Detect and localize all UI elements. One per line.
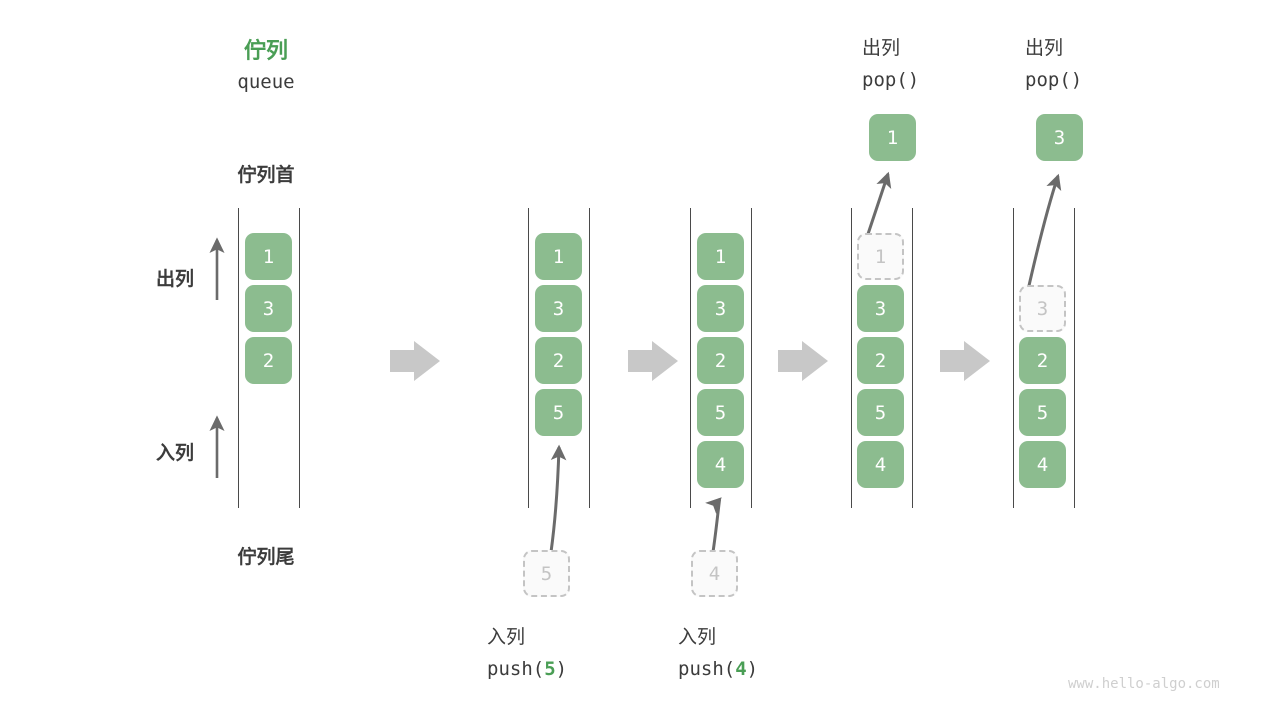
pop-3-label-cn: 出列 [1025,37,1064,59]
queue-node-ghost: 3 [1019,285,1066,332]
pop-1-label-cn: 出列 [862,37,901,59]
push-4-label-cn: 入列 [678,626,717,648]
push-5-arrow [549,444,567,553]
queue-node: 2 [535,337,582,384]
queue-node: 3 [245,285,292,332]
queue-rail-left [1013,208,1014,508]
queue-node: 4 [697,441,744,488]
push-4-arrow [705,497,722,553]
queue-rail-left [851,208,852,508]
pop-1-arrow [864,171,892,241]
queue-node: 2 [1019,337,1066,384]
page-title-en: queue [237,71,295,93]
pop-3-label-code: pop() [1025,69,1083,91]
queue-rail-right [299,208,300,508]
queue-node: 1 [245,233,292,280]
queue-tail-label: 佇列尾 [237,546,295,568]
push-5-code-suffix: ) [555,658,568,680]
queue-node: 4 [857,441,904,488]
push-4-code-arg: 4 [735,658,747,680]
step-arrow-4 [940,341,990,381]
dequeue-direction-label: 出列 [155,268,194,290]
queue-rail-left [528,208,529,508]
queue-rail-left [238,208,239,508]
queue-rail-right [589,208,590,508]
watermark: www.hello-algo.com [1068,676,1220,692]
queue-node: 1 [697,233,744,280]
push-5-label-code: push(5) [487,658,667,680]
queue-node: 2 [857,337,904,384]
step-arrow-2 [628,341,678,381]
push-5-code-arg: 5 [544,658,556,680]
popped-node: 3 [1036,114,1083,161]
incoming-ghost-node: 4 [691,550,738,597]
queue-node: 5 [1019,389,1066,436]
page-title-cn: 佇列 [243,39,288,64]
queue-node: 3 [535,285,582,332]
queue-rail-left [690,208,691,508]
queue-node: 5 [857,389,904,436]
step-arrow-3 [778,341,828,381]
queue-node: 2 [245,337,292,384]
queue-node: 3 [857,285,904,332]
push-4-code-suffix: ) [746,658,759,680]
step-arrow-1 [390,341,440,381]
queue-node-ghost: 1 [857,233,904,280]
popped-node: 1 [869,114,916,161]
push-4-label-code: push(4) [678,658,858,680]
queue-node: 2 [697,337,744,384]
pop-1-label-code: pop() [862,69,920,91]
queue-node: 4 [1019,441,1066,488]
queue-rail-right [751,208,752,508]
queue-node: 5 [535,389,582,436]
queue-rail-right [912,208,913,508]
push-4-code-prefix: push( [678,658,736,680]
queue-node: 3 [697,285,744,332]
queue-rail-right [1074,208,1075,508]
push-5-code-prefix: push( [487,658,545,680]
queue-node: 1 [535,233,582,280]
push-5-label-cn: 入列 [487,626,526,648]
enqueue-direction-label: 入列 [155,442,194,464]
queue-head-label: 佇列首 [237,164,295,186]
queue-node: 5 [697,389,744,436]
pop-3-arrow [1026,173,1062,291]
incoming-ghost-node: 5 [523,550,570,597]
